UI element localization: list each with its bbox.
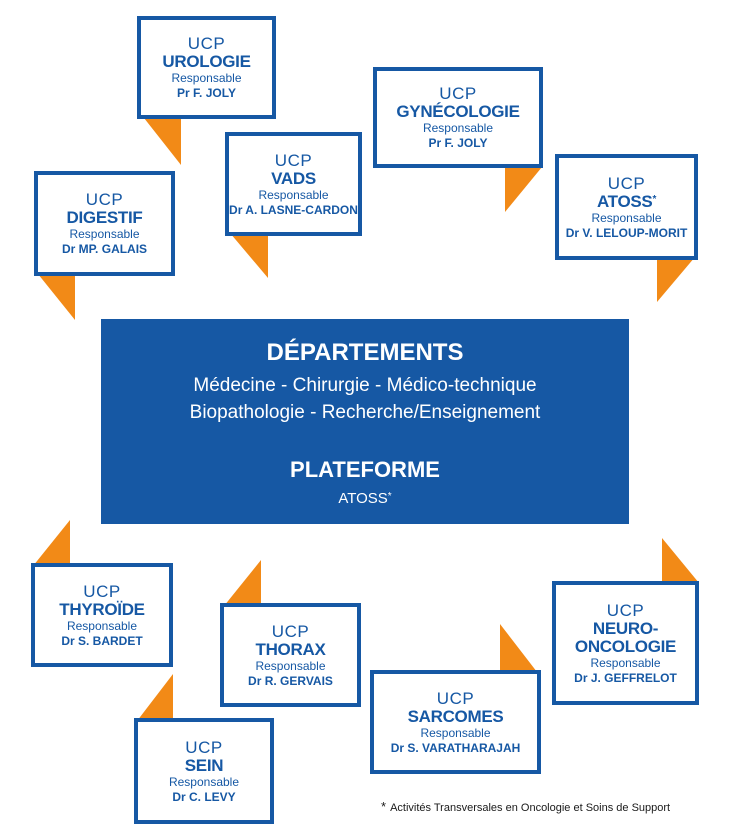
- ucp-name: NEURO-: [592, 618, 659, 638]
- ucp-box-digestif: UCP DIGESTIF Responsable Dr MP. GALAIS: [34, 171, 175, 276]
- departments-line-2: Biopathologie - Recherche/Enseignement: [189, 402, 541, 423]
- platform-name-text: ATOSS: [338, 490, 388, 507]
- ucp-label: UCP: [439, 84, 477, 103]
- tail-sarcomes: [500, 624, 537, 672]
- ucp-role: Responsable: [258, 187, 329, 202]
- tail-vads: [230, 233, 268, 278]
- ucp-label: UCP: [274, 150, 313, 170]
- ucp-box-neuro-oncologie: UCP NEURO- ONCOLOGIE Responsable Dr J. G…: [552, 581, 699, 705]
- tail-sein: [137, 674, 173, 721]
- ucp-name: ATOSS*: [596, 191, 657, 211]
- ucp-role: Responsable: [420, 725, 491, 740]
- asterisk-marker: *: [387, 491, 392, 502]
- ucp-box-gynecologie: UCP GYNÉCOLOGIE Responsable Pr F. JOLY: [373, 67, 543, 168]
- ucp-role: Responsable: [590, 655, 661, 670]
- platform-name: ATOSS*: [101, 489, 629, 509]
- ucp-name-text: ATOSS: [596, 191, 653, 211]
- ucp-box-thorax: UCP THORAX Responsable Dr R. GERVAIS: [220, 603, 361, 707]
- ucp-doctor: Dr S. BARDET: [61, 633, 143, 648]
- footnote-text: Activités Transversales en Oncologie et …: [390, 802, 671, 814]
- ucp-name: GYNÉCOLOGIE: [396, 102, 520, 121]
- ucp-box-sein: UCP SEIN Responsable Dr C. LEVY: [134, 718, 274, 824]
- ucp-role: Responsable: [422, 121, 494, 135]
- ucp-name: THORAX: [255, 639, 326, 659]
- ucp-box-thyroide: UCP THYROÏDE Responsable Dr S. BARDET: [31, 563, 173, 667]
- ucp-label: UCP: [185, 737, 223, 757]
- ucp-doctor: Dr R. GERVAIS: [248, 673, 333, 688]
- departments-panel: DÉPARTEMENTS Médecine - Chirurgie - Médi…: [101, 319, 629, 524]
- ucp-label: UCP: [436, 688, 475, 708]
- asterisk-marker: *: [652, 193, 657, 205]
- ucp-label: UCP: [271, 621, 310, 641]
- ucp-role: Responsable: [591, 210, 662, 225]
- ucp-box-atoss: UCP ATOSS* Responsable Dr V. LELOUP-MORI…: [555, 154, 698, 260]
- ucp-name-line2: ONCOLOGIE: [574, 636, 677, 656]
- ucp-doctor: Dr J. GEFFRELOT: [574, 670, 677, 685]
- ucp-name: DIGESTIF: [66, 208, 143, 227]
- ucp-name: THYROÏDE: [59, 599, 145, 619]
- ucp-label: UCP: [607, 173, 646, 193]
- footnote: *Activités Transversales en Oncologie et…: [381, 799, 670, 814]
- departments-line-1: Médecine - Chirurgie - Médico-technique: [193, 375, 537, 396]
- tail-thorax: [224, 560, 261, 606]
- tail-gynecologie: [505, 167, 542, 212]
- ucp-name: UROLOGIE: [162, 52, 251, 71]
- tail-digestif: [38, 274, 75, 320]
- ucp-doctor: Dr V. LELOUP-MORIT: [565, 225, 688, 240]
- ucp-role: Responsable: [171, 71, 242, 85]
- departments-title: DÉPARTEMENTS: [266, 339, 464, 366]
- footnote-marker: *: [381, 799, 387, 814]
- ucp-doctor: Pr F. JOLY: [177, 86, 236, 100]
- ucp-label: UCP: [83, 581, 121, 601]
- ucp-role: Responsable: [255, 658, 326, 673]
- ucp-box-sarcomes: UCP SARCOMES Responsable Dr S. VARATHARA…: [370, 670, 541, 774]
- ucp-name: VADS: [271, 168, 316, 188]
- tail-neuro-oncologie: [662, 538, 699, 583]
- ucp-doctor: Pr F. JOLY: [428, 136, 488, 150]
- tail-urologie: [144, 118, 181, 165]
- platform-title: PLATEFORME: [290, 457, 440, 482]
- ucp-label: UCP: [187, 34, 226, 53]
- ucp-doctor: Dr C. LEVY: [172, 789, 236, 804]
- ucp-box-urologie: UCP UROLOGIE Responsable Pr F. JOLY: [137, 16, 276, 119]
- ucp-label: UCP: [606, 600, 645, 620]
- ucp-doctor: Dr A. LASNE-CARDON: [229, 202, 358, 217]
- ucp-role: Responsable: [168, 774, 240, 789]
- ucp-name: SEIN: [184, 755, 224, 775]
- tail-atoss: [657, 257, 695, 302]
- ucp-doctor: Dr MP. GALAIS: [61, 242, 148, 256]
- ucp-label: UCP: [85, 190, 124, 209]
- ucp-doctor: Dr S. VARATHARAJAH: [390, 740, 521, 755]
- ucp-name: SARCOMES: [407, 706, 504, 726]
- ucp-box-vads: UCP VADS Responsable Dr A. LASNE-CARDON: [225, 132, 362, 236]
- tail-thyroide: [33, 520, 70, 566]
- ucp-role: Responsable: [69, 227, 140, 241]
- ucp-role: Responsable: [66, 618, 138, 633]
